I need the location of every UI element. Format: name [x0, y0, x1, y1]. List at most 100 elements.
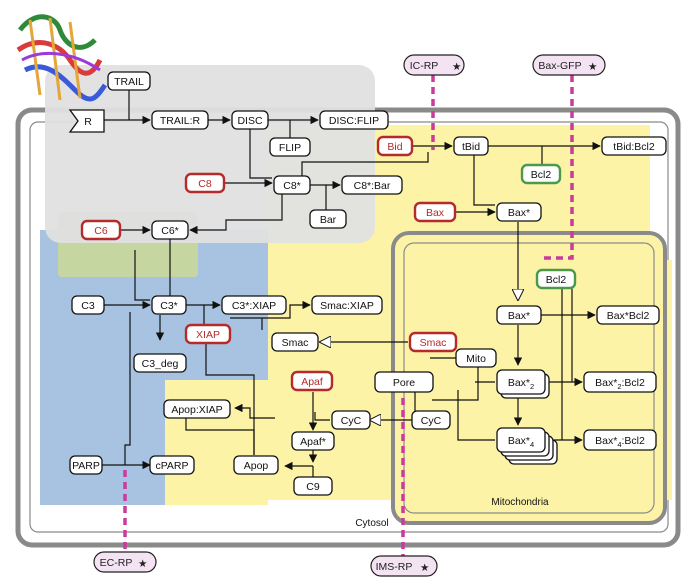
- c3-node: C3: [71, 295, 105, 315]
- bax-star-node-label: Bax*: [508, 207, 530, 219]
- apaf-node-label: Apaf: [301, 376, 323, 388]
- c3-star-node: C3*: [151, 295, 187, 315]
- trail-protein-ribbon-icon: [16, 14, 108, 102]
- ims-rp-probe: IMS-RP ★: [370, 555, 438, 577]
- bax-star-4-bcl2-node: Bax*4:Bcl2: [583, 429, 657, 451]
- trail-r-node: TRAIL:R: [151, 110, 209, 130]
- bcl2-top-node: Bcl2: [520, 163, 562, 185]
- trail-node: TRAIL: [107, 71, 151, 91]
- bax-star-bcl2-node: Bax*Bcl2: [596, 305, 660, 325]
- c3-deg-node-label: C3_deg: [142, 358, 179, 370]
- c8-star-node-label: C8*: [283, 180, 301, 192]
- pore-node-label: Pore: [393, 377, 415, 389]
- bcl2-mito-node: Bcl2: [535, 268, 577, 290]
- trail-r-node-label: TRAIL:R: [160, 115, 201, 127]
- tbid-bcl2-node: tBid:Bcl2: [601, 136, 667, 156]
- pink-star-icon: ★: [138, 558, 148, 570]
- bax-star-2-bcl2-node: Bax*2:Bcl2: [583, 371, 657, 393]
- bcl2-top-node-label: Bcl2: [531, 169, 552, 181]
- cyc-cyto-node-label: CyC: [341, 415, 362, 427]
- bax-star-bcl2-node-label: Bax*Bcl2: [607, 310, 650, 322]
- pore-node: Pore: [374, 371, 434, 393]
- smac-cyto-node-label: Smac: [282, 337, 309, 349]
- mito-node: Mito: [455, 348, 497, 368]
- bax-gfp-probe: Bax-GFP ★: [532, 54, 606, 76]
- flip-node: FLIP: [269, 137, 311, 157]
- svg-text:IMS-RP: IMS-RP: [376, 561, 413, 573]
- apaf-node: Apaf: [290, 370, 334, 392]
- c6-node-label: C6: [94, 225, 108, 237]
- c9-node-label: C9: [306, 481, 320, 493]
- apop-node: Apop: [233, 455, 279, 475]
- apaf-star-node-label: Apaf*: [300, 436, 326, 448]
- trail-node-label: TRAIL: [114, 76, 144, 88]
- pathway-edges: [100, 88, 601, 478]
- bax-star-mito-node: Bax*: [496, 305, 542, 325]
- bax-node: Bax: [413, 201, 457, 223]
- cyc-cyto-node: CyC: [331, 410, 371, 430]
- cparp-node: cPARP: [149, 455, 195, 475]
- bax-star-4-node-label: Bax*4: [508, 435, 534, 449]
- svg-text:IC-RP: IC-RP: [410, 60, 439, 72]
- bcl2-mito-node-label: Bcl2: [546, 274, 567, 286]
- cytosol-label: Cytosol: [355, 518, 388, 529]
- c3-xiap-node: C3*:XIAP: [221, 295, 287, 315]
- bax-gfp-probe-line: [540, 75, 574, 260]
- c8-node-label: C8: [198, 178, 212, 190]
- tbid-node-label: tBid: [462, 141, 480, 153]
- c3-xiap-node-label: C3*:XIAP: [232, 300, 276, 312]
- c3-deg-node: C3_deg: [133, 353, 187, 373]
- mito-node-label: Mito: [466, 353, 486, 365]
- ic-rp-probe: IC-RP ★: [403, 54, 465, 76]
- c8-bar-node: C8*:Bar: [341, 175, 403, 195]
- pink-star-icon: ★: [420, 562, 430, 574]
- apop-node-label: Apop: [244, 460, 269, 472]
- c3-star-node-label: C3*: [160, 300, 178, 312]
- bar-node: Bar: [309, 209, 347, 229]
- receptor-icon: R: [68, 109, 105, 133]
- xiap-node-label: XIAP: [196, 329, 220, 341]
- bid-node-label: Bid: [387, 141, 402, 153]
- bax-star-4-bcl2-node-label: Bax*4:Bcl2: [595, 435, 645, 449]
- smac-mito-node-label: Smac: [420, 337, 447, 349]
- c8-node: C8: [184, 172, 226, 194]
- bax-star-4-node: Bax*4: [496, 427, 558, 465]
- flip-node-label: FLIP: [279, 142, 301, 154]
- smac-cyto-node: Smac: [271, 332, 319, 352]
- smac-xiap-node: Smac:XIAP: [311, 295, 383, 315]
- disc-node: DISC: [231, 110, 269, 130]
- apop-xiap-node: Apop:XIAP: [163, 399, 231, 419]
- apaf-star-node: Apaf*: [291, 431, 335, 451]
- disc-region: [45, 65, 375, 243]
- tbid-node: tBid: [453, 136, 489, 156]
- c9-node: C9: [293, 476, 333, 496]
- pink-star-icon: ★: [588, 61, 598, 73]
- parp-node: PARP: [69, 455, 103, 475]
- bax-star-2-node-label: Bax*2: [508, 377, 534, 391]
- parp-node-label: PARP: [72, 460, 100, 472]
- cyc-mito-node-label: CyC: [421, 415, 442, 427]
- disc-node-label: DISC: [237, 115, 263, 127]
- bar-node-label: Bar: [320, 214, 337, 226]
- tbid-bcl2-node-label: tBid:Bcl2: [613, 141, 655, 153]
- cyc-mito-node: CyC: [411, 410, 451, 430]
- ec-rp-probe: EC-RP ★: [93, 551, 157, 573]
- disc-flip-node-label: DISC:FLIP: [329, 115, 379, 127]
- bax-star-2-bcl2-node-label: Bax*2:Bcl2: [595, 377, 645, 391]
- c3-node-label: C3: [81, 300, 95, 312]
- bax-star-node: Bax*: [496, 202, 542, 222]
- c8-star-node: C8*: [273, 175, 311, 195]
- bid-node: Bid: [376, 135, 414, 157]
- bax-star-2-node: Bax*2: [496, 369, 550, 399]
- c6-star-node: C6*: [151, 220, 189, 240]
- pink-star-icon: ★: [452, 61, 462, 73]
- bax-node-label: Bax: [426, 207, 445, 219]
- caspase3-region-join: [165, 380, 268, 505]
- cparp-node-label: cPARP: [155, 460, 188, 472]
- disc-flip-node: DISC:FLIP: [319, 110, 389, 130]
- smac-mito-node: Smac: [408, 331, 458, 353]
- smac-xiap-node-label: Smac:XIAP: [320, 300, 374, 312]
- xiap-node: XIAP: [184, 323, 232, 345]
- apop-xiap-node-label: Apop:XIAP: [171, 404, 222, 416]
